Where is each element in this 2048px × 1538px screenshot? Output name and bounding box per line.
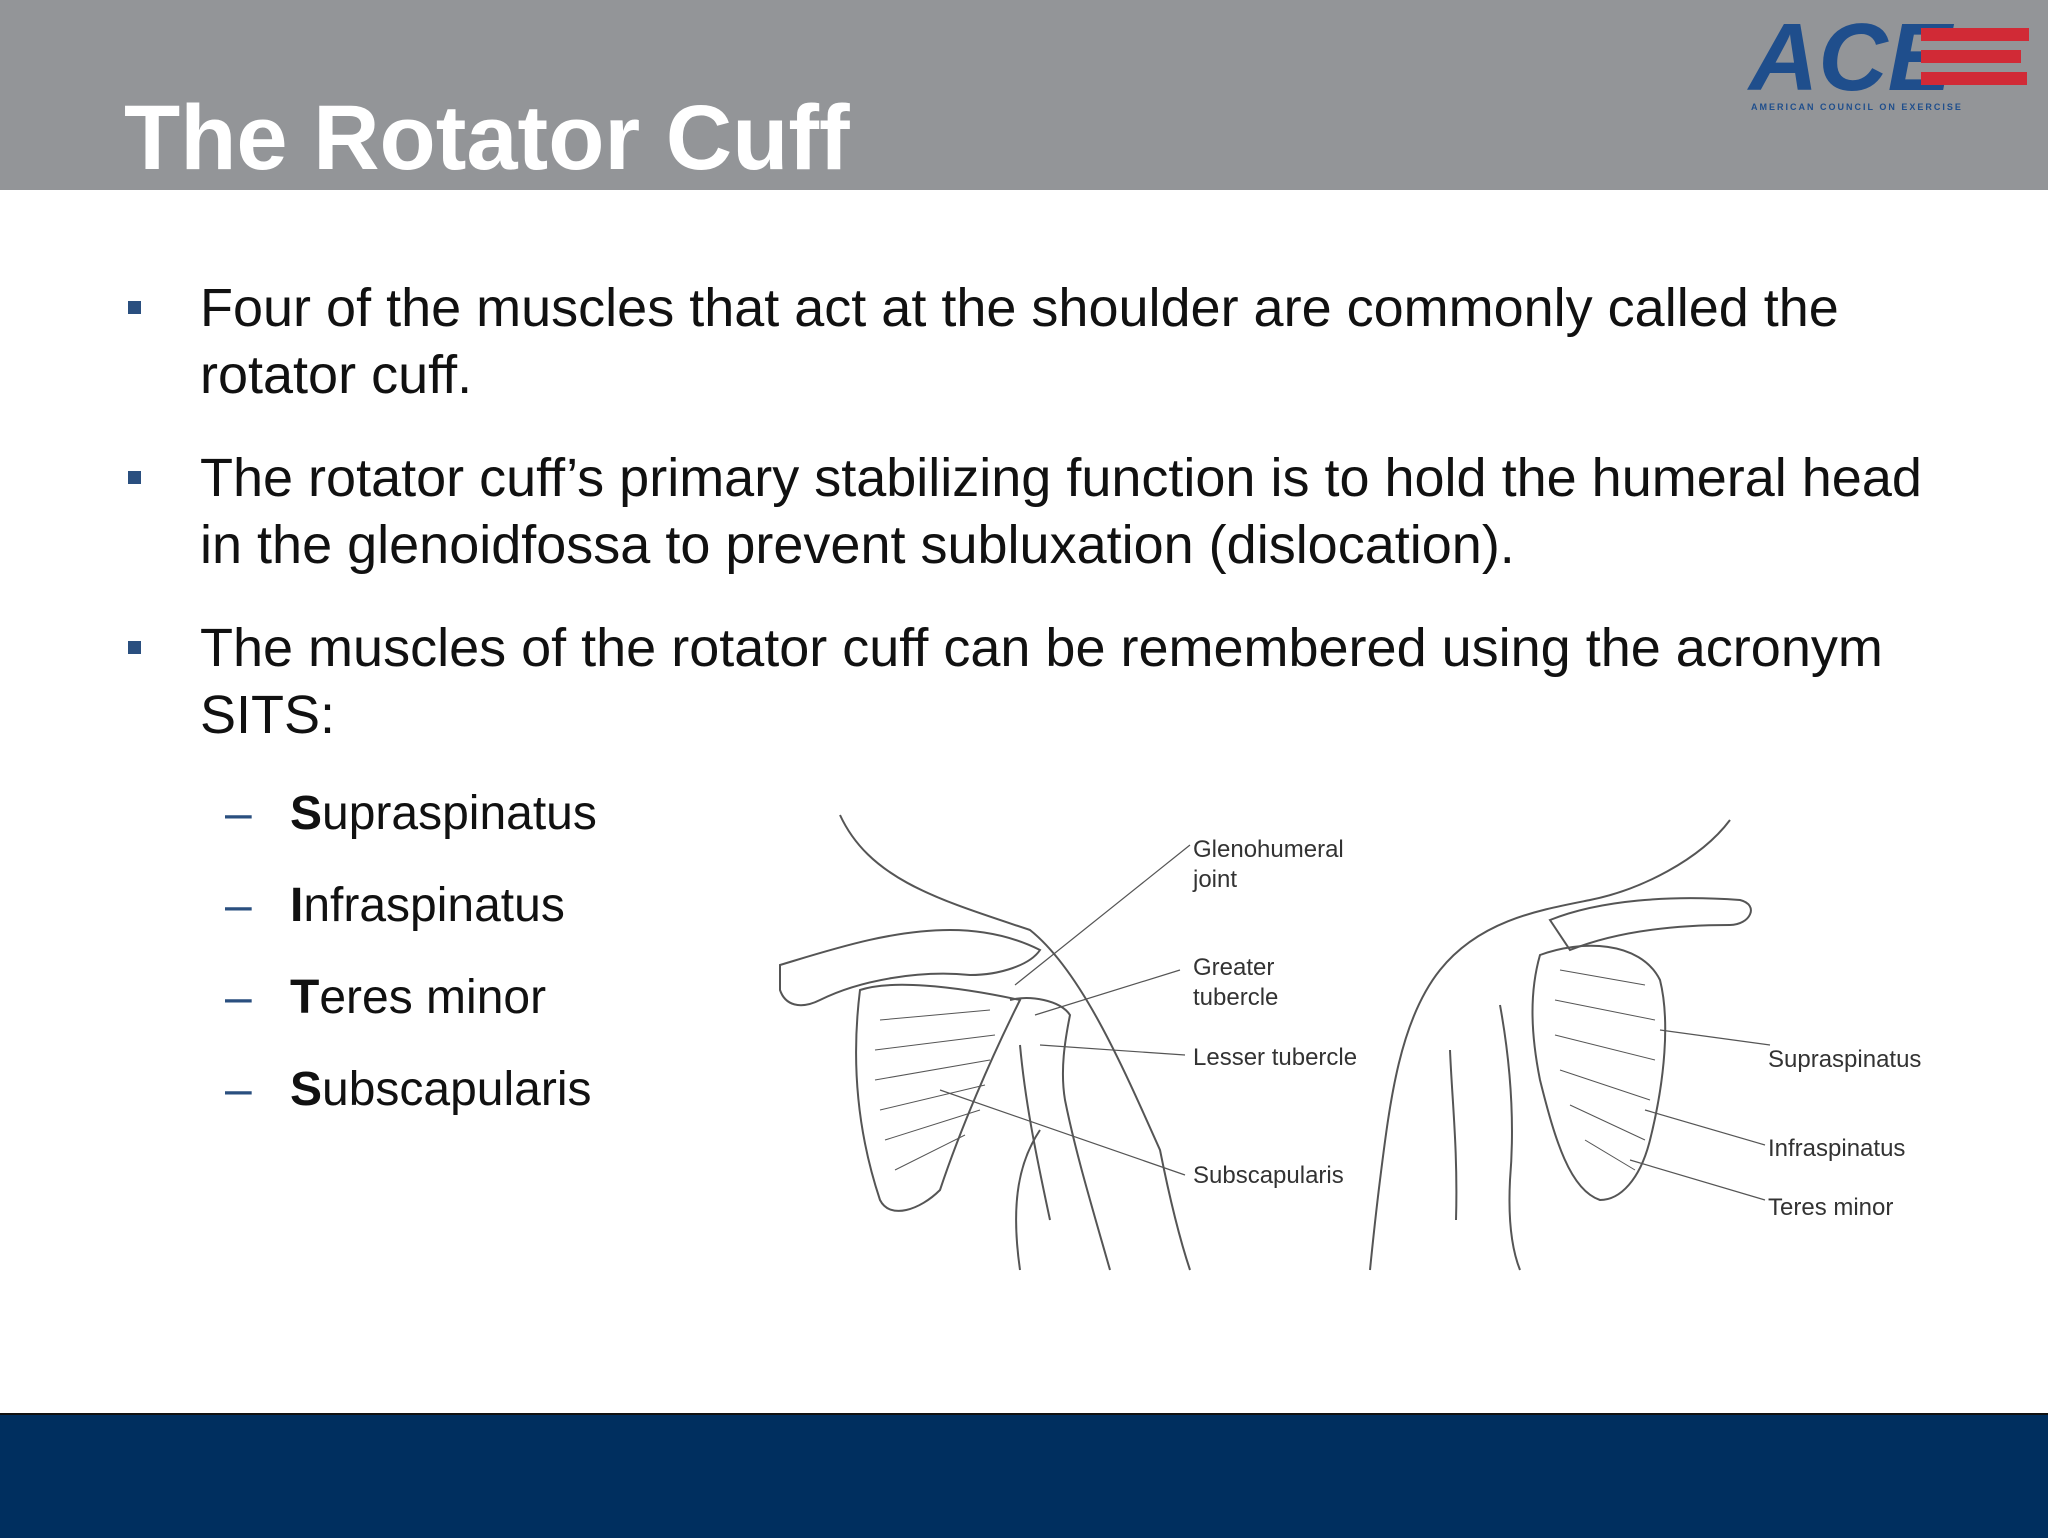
label-infraspinatus: Infraspinatus: [1768, 1135, 1905, 1162]
header-bar: The Rotator Cuff ACE AMERICAN COUNCIL ON…: [0, 0, 2048, 190]
bullet-1: Four of the muscles that act at the shou…: [200, 278, 1839, 405]
logo-tagline: AMERICAN COUNCIL ON EXERCISE: [1751, 102, 1963, 112]
label-greater: Greater: [1193, 954, 1274, 981]
footer-bar: [0, 1413, 2048, 1538]
logo-letters-a: ACE: [1747, 14, 1955, 111]
sits-item-supraspinatus: –Supraspinatus: [225, 787, 597, 840]
bullet-marker: [128, 471, 141, 484]
sits-item-subscapularis: –Subscapularis: [225, 1063, 592, 1116]
ace-logo: ACE AMERICAN COUNCIL ON EXERCISE: [1747, 14, 2029, 112]
sits-item-infraspinatus: –Infraspinatus: [225, 879, 565, 932]
bullet-2: The rotator cuff’s primary stabilizing f…: [200, 448, 1922, 575]
label-subscapularis: Subscapularis: [1193, 1162, 1344, 1189]
label-glenohumeral: Glenohumeral: [1193, 836, 1344, 863]
bullet-marker: [128, 641, 141, 654]
label-joint: joint: [1192, 866, 1237, 893]
bullet-3: The muscles of the rotator cuff can be r…: [200, 618, 1883, 745]
label-supraspinatus: Supraspinatus: [1768, 1046, 1921, 1073]
bullet-marker: [128, 301, 141, 314]
sits-item-teres-minor: –Teres minor: [225, 971, 547, 1024]
slide-title: The Rotator Cuff: [124, 87, 850, 189]
label-tubercle: tubercle: [1193, 984, 1278, 1011]
label-teres-minor: Teres minor: [1768, 1194, 1893, 1221]
label-lesser-tubercle: Lesser tubercle: [1193, 1044, 1357, 1071]
shoulder-anatomy-diagram: Glenohumeral joint Greater tubercle Less…: [779, 814, 1921, 1271]
